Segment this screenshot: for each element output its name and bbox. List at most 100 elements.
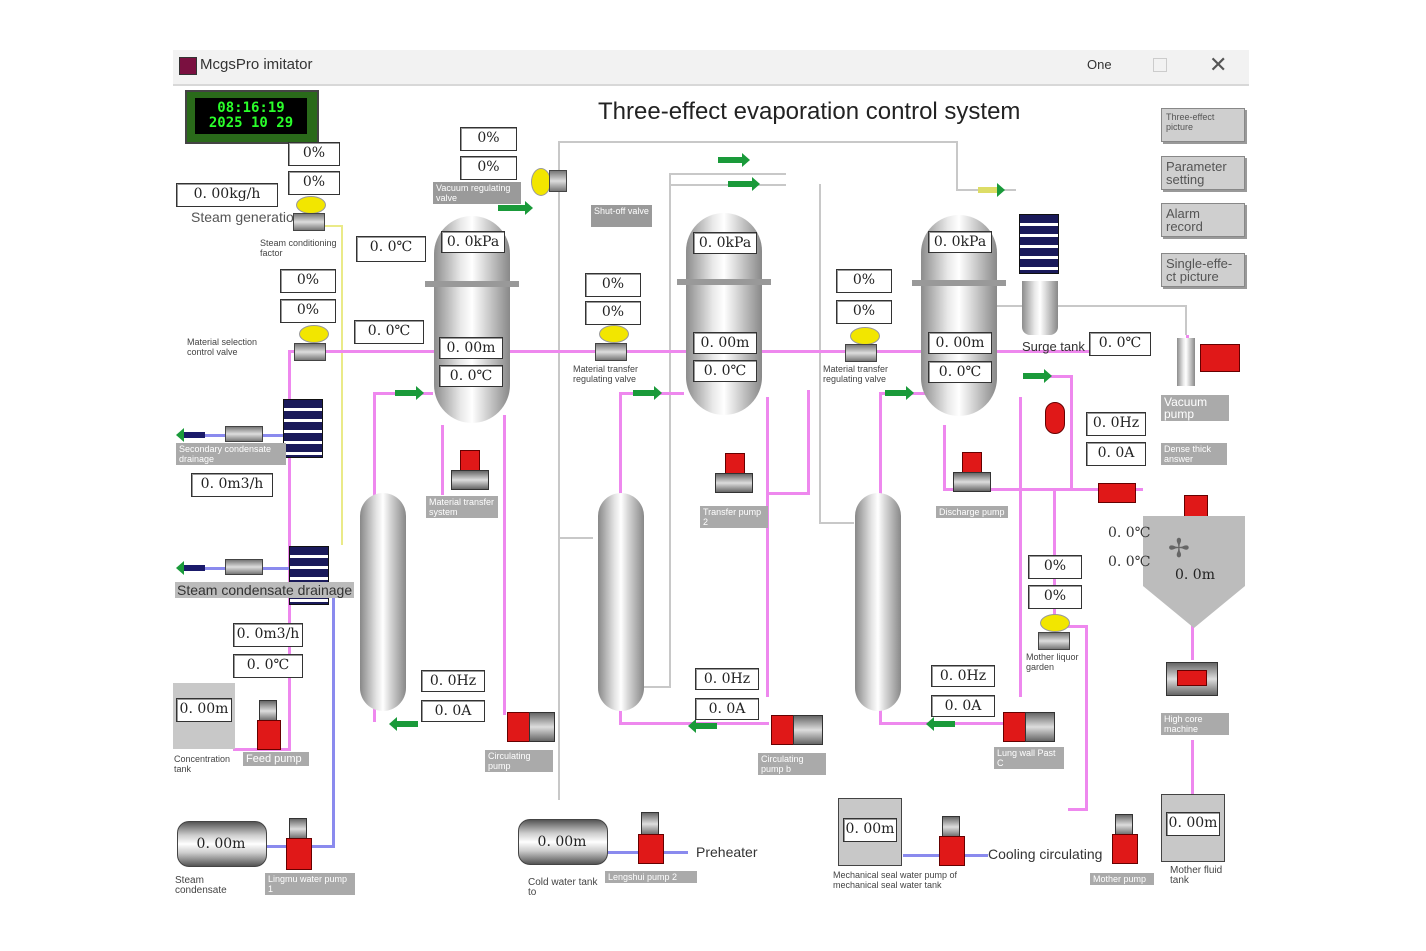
steam-pipe <box>323 225 343 227</box>
clock-time: 08:16:19 <box>217 100 285 116</box>
effect2-transfer-pump[interactable] <box>715 473 753 493</box>
effect1-heater-column <box>360 493 406 711</box>
vapor-pipe <box>558 530 560 800</box>
steam-drain-valve[interactable] <box>225 559 263 575</box>
effect1-circ-label: Circulating pump <box>485 750 553 772</box>
vacuum-valve-actuator[interactable] <box>531 168 551 196</box>
mother-pump-label: Mother pump <box>1090 873 1154 885</box>
steam-condensate-tank <box>177 821 267 867</box>
crystallizer-agitator-icon: ✢ <box>1168 533 1190 563</box>
mother-liquor-pct-1: 0% <box>1028 555 1082 579</box>
feed-pump-motor[interactable] <box>259 700 277 722</box>
vacuum-valve-pct-2: 0% <box>460 156 517 180</box>
effect1-level: 0. 00m <box>439 337 503 359</box>
feed-pump[interactable] <box>257 720 281 750</box>
mother-fluid-tank-label: Mother fluid tank <box>1170 865 1223 886</box>
effect2-pressure: 0. 0kPa <box>693 232 757 254</box>
lengshui-water-pump[interactable] <box>638 834 664 864</box>
effect1-frequency: 0. 0Hz <box>421 670 485 692</box>
vacuum-valve[interactable] <box>549 170 567 192</box>
effect2-circ-pump[interactable] <box>793 715 823 745</box>
lingmu-pump-label: Lingmu water pump 1 <box>265 873 355 895</box>
vapor-pipe <box>558 141 958 143</box>
material-pipe <box>766 492 810 495</box>
effect2-frequency: 0. 0Hz <box>695 668 759 690</box>
material-pipe <box>1191 615 1194 660</box>
effect2-valve[interactable] <box>595 343 627 361</box>
close-icon[interactable]: ✕ <box>1209 52 1228 77</box>
mech-seal-pump-motor[interactable] <box>942 816 960 838</box>
steam-condensate-tank-label: Steam condensate <box>175 875 227 896</box>
effect2-transfer-pump-motor[interactable] <box>725 453 745 475</box>
vapor-pipe <box>558 537 593 539</box>
centrifuge-motor[interactable] <box>1177 670 1207 686</box>
effect3-discharge-pump[interactable] <box>953 472 991 492</box>
steam-valve-actuator[interactable] <box>296 196 326 214</box>
effect2-valve-pct-1: 0% <box>585 273 641 297</box>
material-select-label: Material selection control valve <box>187 337 258 357</box>
effect1-circ-pump[interactable] <box>529 712 555 742</box>
drain-arrow <box>176 428 205 442</box>
mother-liquor-valve[interactable] <box>1038 632 1070 650</box>
effect1-transfer-pump[interactable] <box>451 470 489 490</box>
parameter-setting-button[interactable]: Parameter setting <box>1161 156 1245 190</box>
title-bar: McgsPro imitator One ✕ <box>173 50 1249 86</box>
one-label[interactable]: One <box>1087 57 1112 72</box>
cold-water-tank-level: 0. 00m <box>537 834 587 850</box>
lengshui-pump-label: Lengshui pump 2 <box>605 871 697 883</box>
material-pipe <box>441 425 444 495</box>
effect3-circ-pump[interactable] <box>1025 712 1055 742</box>
mother-liquor-valve-actuator[interactable] <box>1040 614 1070 632</box>
cold-water-tank-label: Cold water tank to <box>528 877 598 898</box>
effect2-valve-actuator[interactable] <box>599 325 629 343</box>
material-select-valve-actuator[interactable] <box>299 325 329 343</box>
secondary-condensate-label: Secondary condensate drainage <box>176 443 286 465</box>
steam-condensate-temp: 0. 0℃ <box>233 654 303 678</box>
effect2-circ-label: Circulating pump b <box>758 753 826 775</box>
cold-water-tank <box>518 819 608 865</box>
effect2-heater-column <box>598 493 644 711</box>
three-effect-picture-button[interactable]: Three-effect picture <box>1161 108 1245 142</box>
lingmu-water-pump[interactable] <box>286 838 312 870</box>
steam-conditioning-label: Steam conditioning factor <box>260 238 337 258</box>
effect1-flange <box>425 281 519 287</box>
effect3-valve-actuator[interactable] <box>850 327 880 345</box>
flow-arrow <box>926 717 955 731</box>
mother-pump-motor[interactable] <box>1115 814 1133 836</box>
flow-arrow <box>885 386 914 400</box>
mech-seal-tank-level: 0. 00m <box>843 818 897 842</box>
vapor-pipe <box>623 686 671 688</box>
vapor-pipe <box>558 141 560 541</box>
vapor-pipe <box>956 141 958 191</box>
flow-arrow <box>395 386 424 400</box>
maximize-icon[interactable] <box>1153 58 1167 72</box>
effect3-temp: 0. 0℃ <box>928 361 992 383</box>
effect3-discharge-label: Discharge pump <box>936 506 1008 518</box>
material-select-valve[interactable] <box>294 343 326 361</box>
clock-display: 08:16:19 2025 10 29 <box>185 90 319 144</box>
mother-pump[interactable] <box>1112 834 1138 864</box>
flow-arrow <box>498 201 533 215</box>
effect3-discharge-pump-motor[interactable] <box>962 452 982 474</box>
effect1-transfer-label: Material transfer system <box>426 496 498 518</box>
effect1-transfer-pump-motor[interactable] <box>460 450 480 472</box>
material-pipe <box>943 488 1143 491</box>
mother-fluid-tank-level: 0. 00m <box>1166 812 1220 836</box>
alarm-record-button[interactable]: Alarm record <box>1161 203 1245 237</box>
crystallizer-inlet-valve[interactable] <box>1098 483 1136 503</box>
material-pipe <box>807 390 810 495</box>
feed-valve-actuator[interactable] <box>1045 402 1065 434</box>
vacuum-pump-motor[interactable] <box>1200 344 1240 372</box>
effect1-pressure: 0. 0kPa <box>441 231 505 253</box>
secondary-drain-valve[interactable] <box>225 426 263 442</box>
effect3-frequency: 0. 0Hz <box>931 665 995 687</box>
mech-seal-pump[interactable] <box>939 836 965 866</box>
lingmu-pump-motor[interactable] <box>289 818 307 840</box>
steam-valve[interactable] <box>293 213 325 231</box>
effect3-heater-column <box>855 493 901 711</box>
effect3-valve-pct-1: 0% <box>836 269 892 293</box>
lengshui-pump-motor[interactable] <box>641 812 659 836</box>
condensate-pipe <box>233 845 335 848</box>
effect3-valve[interactable] <box>845 344 877 362</box>
single-effect-picture-button[interactable]: Single-effe-ct picture <box>1161 253 1245 287</box>
